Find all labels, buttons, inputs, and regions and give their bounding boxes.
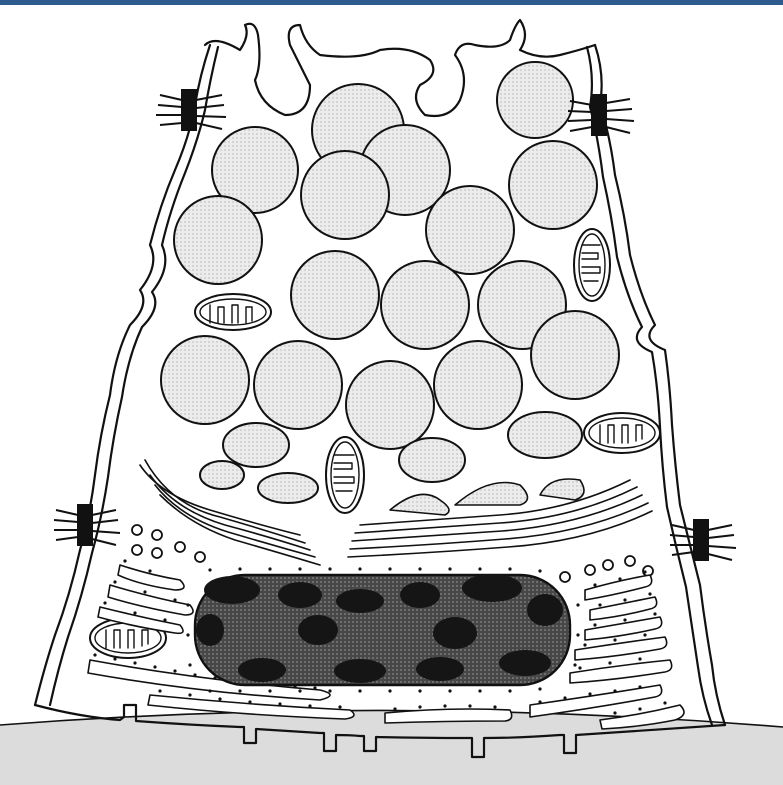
desmosome [54,505,120,545]
mitochondrion [326,437,364,513]
cell-diagram [0,5,783,785]
mitochondrion [584,413,660,453]
desmosome [156,90,226,130]
desmosome [670,520,736,560]
mitochondrion [195,294,271,330]
transport-vesicles [132,525,653,582]
mitochondrion [574,229,610,301]
desmosome [568,95,634,135]
secretory-granules [161,62,619,503]
golgi-vesicle [390,494,449,515]
golgi-vesicle [540,479,584,500]
golgi-vesicle [455,483,528,506]
nucleus [195,574,570,685]
